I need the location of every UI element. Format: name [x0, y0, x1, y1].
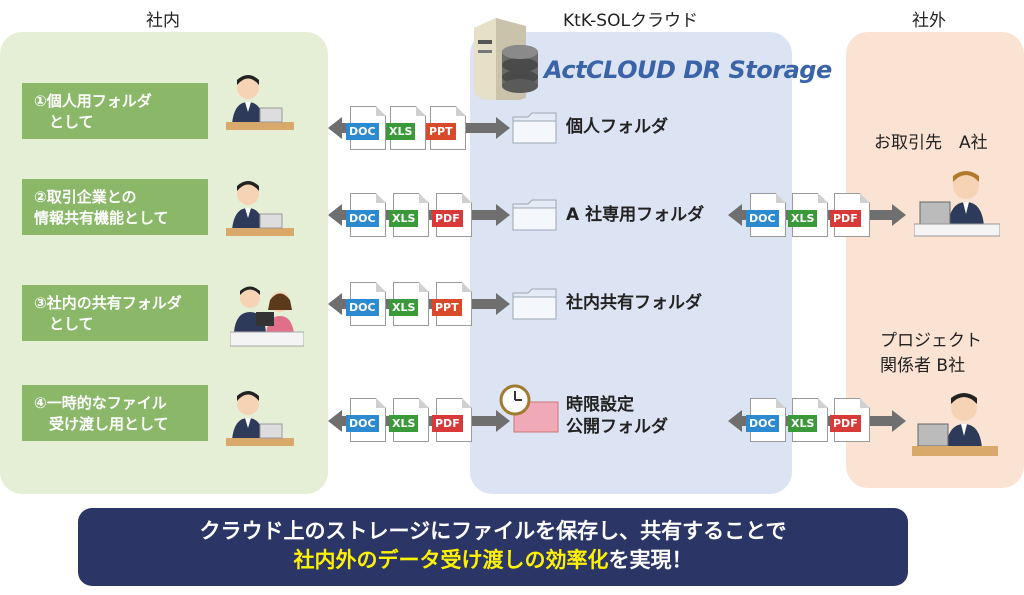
xls-file-icon: XLS — [389, 398, 429, 442]
folder-label-line1: 時限設定 — [566, 395, 634, 415]
banner-highlight: 社内外のデータ受け渡しの効率化 — [293, 548, 609, 572]
folder-icon — [512, 199, 557, 231]
project-b-label-line1: プロジェクト — [880, 331, 982, 351]
use-case-3-line1: ③社内の共有フォルダ — [34, 294, 182, 312]
folder-icon — [512, 288, 557, 320]
pdf-file-icon: PDF — [432, 398, 472, 442]
external-zone-title: 社外 — [912, 11, 946, 31]
folder-label: 社内共有フォルダ — [566, 293, 702, 313]
client-a-label: お取引先 A社 — [874, 133, 988, 153]
clock-folder-icon — [499, 384, 559, 433]
pdf-file-icon: PDF — [830, 398, 870, 442]
use-case-2-line1: ②取引企業との — [34, 188, 137, 206]
cloud-product-logo: ActCLOUD DR Storage — [544, 56, 832, 84]
doc-file-icon: DOC — [746, 193, 786, 237]
file-type-label: DOC — [346, 415, 379, 432]
use-case-1-box: ①個人用フォルダ として — [22, 83, 208, 139]
office-worker-icon — [226, 181, 294, 236]
doc-file-icon: DOC — [346, 282, 386, 326]
file-type-label: DOC — [346, 123, 379, 140]
doc-file-icon: DOC — [346, 398, 386, 442]
use-case-3-line2: として — [34, 315, 94, 333]
file-type-label: DOC — [346, 210, 379, 227]
doc-file-icon: DOC — [346, 106, 386, 150]
use-case-3-box: ③社内の共有フォルダ として — [22, 285, 208, 341]
doc-file-icon: DOC — [746, 398, 786, 442]
ppt-file-icon: PPT — [432, 282, 472, 326]
use-case-2-box: ②取引企業との 情報共有機能として — [22, 179, 208, 235]
use-case-4-box: ④一時的なファイル 受け渡し用として — [22, 385, 208, 441]
project-b-label-line2: 関係者 B社 — [880, 356, 966, 376]
banner-line1: クラウド上のストレージにファイルを保存し、共有することで — [199, 519, 787, 543]
folder-label: 個人フォルダ — [566, 117, 668, 137]
file-type-label: PDF — [432, 210, 463, 227]
xls-file-icon: XLS — [389, 193, 429, 237]
file-type-label: DOC — [746, 210, 779, 227]
file-type-label: PDF — [432, 415, 463, 432]
team-meeting-icon — [230, 286, 304, 347]
banner-line2: 社内外のデータ受け渡しの効率化を実現！ — [78, 546, 908, 575]
use-case-1-line2: として — [34, 113, 94, 131]
file-type-label: XLS — [389, 210, 419, 227]
business-person-icon — [914, 171, 1000, 237]
xls-file-icon: XLS — [389, 282, 429, 326]
banner-line2-rest: を実現！ — [608, 548, 693, 572]
file-type-label: PPT — [432, 299, 462, 316]
file-type-label: PPT — [426, 123, 456, 140]
file-type-label: PDF — [830, 210, 861, 227]
use-case-4-line2: 受け渡し用として — [34, 415, 169, 433]
file-type-label: XLS — [389, 299, 419, 316]
file-type-label: DOC — [746, 415, 779, 432]
external-zone — [846, 32, 1024, 488]
xls-file-icon: XLS — [788, 193, 828, 237]
ppt-file-icon: PPT — [426, 106, 466, 150]
office-worker-icon — [226, 75, 294, 130]
xls-file-icon: XLS — [788, 398, 828, 442]
internal-zone-title: 社内 — [146, 11, 180, 31]
file-type-label: DOC — [346, 299, 379, 316]
file-type-label: XLS — [386, 123, 416, 140]
file-type-label: PDF — [830, 415, 861, 432]
pdf-file-icon: PDF — [830, 193, 870, 237]
folder-label: A 社専用フォルダ — [566, 205, 705, 225]
file-type-label: XLS — [788, 210, 818, 227]
file-type-label: XLS — [389, 415, 419, 432]
use-case-2-line2: 情報共有機能として — [34, 209, 169, 227]
doc-file-icon: DOC — [346, 193, 386, 237]
xls-file-icon: XLS — [386, 106, 426, 150]
folder-icon — [512, 112, 557, 144]
folder-label-line2: 公開フォルダ — [566, 417, 668, 437]
summary-banner: クラウド上のストレージにファイルを保存し、共有することで 社内外のデータ受け渡し… — [78, 508, 908, 586]
use-case-1-line1: ①個人用フォルダ — [34, 92, 152, 110]
business-person-icon — [912, 393, 998, 456]
server-icon — [474, 18, 538, 100]
pdf-file-icon: PDF — [432, 193, 472, 237]
cloud-zone-title: KtK-SOLクラウド — [563, 11, 698, 31]
use-case-4-line1: ④一時的なファイル — [34, 394, 167, 412]
office-worker-icon — [226, 391, 294, 446]
file-type-label: XLS — [788, 415, 818, 432]
